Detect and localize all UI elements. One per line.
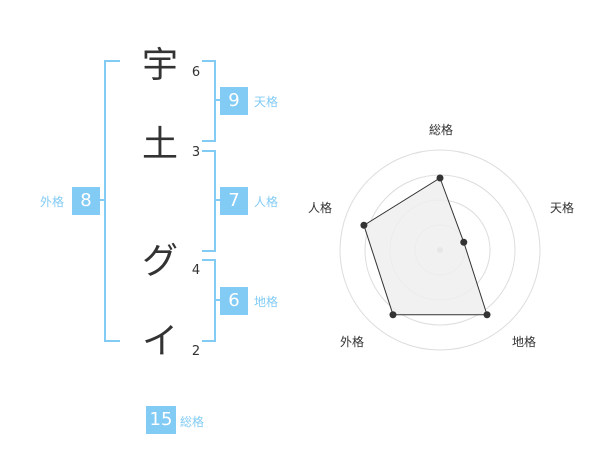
stroke-count-1: 6 xyxy=(191,65,201,80)
jinkaku-bracket xyxy=(202,150,216,252)
radar-point-4 xyxy=(389,311,397,319)
gaikaku-connector xyxy=(100,199,106,201)
radar-points xyxy=(360,174,491,319)
radar-label-gaikaku: 外格 xyxy=(339,335,364,349)
chikaku-label: 地格 xyxy=(254,295,279,309)
jinkaku-connector xyxy=(214,199,220,201)
tenkaku-bracket xyxy=(202,60,216,142)
stroke-count-4: 2 xyxy=(191,344,201,359)
radar-label-chikaku: 地格 xyxy=(511,335,536,349)
soukaku-label: 総格 xyxy=(180,415,205,429)
radar-point-2 xyxy=(460,238,468,246)
stroke-count-3: 4 xyxy=(191,263,201,278)
radar-point-1 xyxy=(436,174,444,182)
radar-label-tenkaku: 天格 xyxy=(549,201,574,215)
tenkaku-badge: 9 xyxy=(220,87,248,115)
radar-point-5 xyxy=(360,221,368,229)
gaikaku-label: 外格 xyxy=(40,195,65,209)
stroke-count-2: 3 xyxy=(191,145,201,160)
gaikaku-badge: 8 xyxy=(72,187,100,215)
jinkaku-label: 人格 xyxy=(254,195,279,209)
name-char-1: 宇 xyxy=(141,45,178,86)
name-char-2: 土 xyxy=(141,124,178,165)
tenkaku-connector xyxy=(214,99,220,101)
radar-area xyxy=(363,177,488,316)
tenkaku-label: 天格 xyxy=(254,95,279,109)
soukaku-badge: 15 xyxy=(146,406,176,434)
jinkaku-badge: 7 xyxy=(220,187,248,215)
name-char-4: イ xyxy=(141,321,178,362)
chikaku-badge: 6 xyxy=(220,287,248,315)
radar-label-soukaku: 総格 xyxy=(428,123,453,137)
radar-ring-4 xyxy=(339,149,541,351)
gaikaku-bracket xyxy=(104,60,120,342)
radar-point-3 xyxy=(483,311,491,319)
chikaku-connector xyxy=(214,299,220,301)
radar-label-jinkaku: 人格 xyxy=(307,201,332,215)
name-char-3: グ xyxy=(141,241,178,282)
